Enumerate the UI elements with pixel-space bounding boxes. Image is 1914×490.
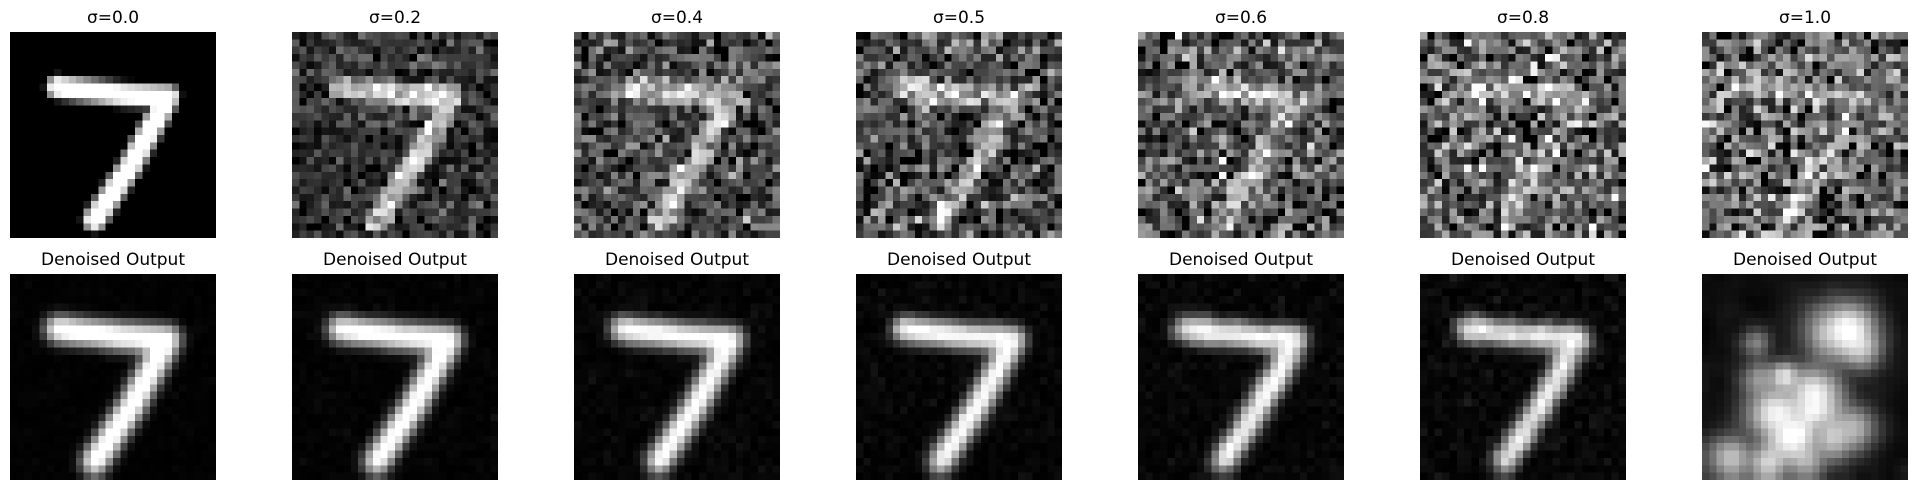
denoised-digit-image: [1702, 274, 1908, 480]
panel-title: Denoised Output: [604, 250, 749, 270]
panel-title: σ=0.5: [932, 8, 986, 28]
noisy-digit-image: [1138, 32, 1344, 238]
panel-title: σ=1.0: [1778, 8, 1832, 28]
panel-title: σ=0.2: [368, 8, 422, 28]
panel-title: Denoised Output: [1168, 250, 1313, 270]
panel-title: σ=0.8: [1496, 8, 1550, 28]
denoised-digit-image: [856, 274, 1062, 480]
panel-title: Denoised Output: [1732, 250, 1877, 270]
panel-title: Denoised Output: [1450, 250, 1595, 270]
panel-title: Denoised Output: [322, 250, 467, 270]
noisy-digit-image: [1702, 32, 1908, 238]
denoised-digit-image: [1138, 274, 1344, 480]
panel-title: σ=0.4: [650, 8, 704, 28]
denoised-digit-image: [10, 274, 216, 480]
noisy-digit-image: [856, 32, 1062, 238]
noisy-digit-image: [1420, 32, 1626, 238]
noisy-digit-image: [574, 32, 780, 238]
denoised-digit-image: [574, 274, 780, 480]
noisy-digit-image: [292, 32, 498, 238]
panel-title: Denoised Output: [886, 250, 1031, 270]
panel-title: Denoised Output: [40, 250, 185, 270]
denoised-digit-image: [292, 274, 498, 480]
denoised-digit-image: [1420, 274, 1626, 480]
panel-title: σ=0.0: [86, 8, 140, 28]
noisy-digit-image: [10, 32, 216, 238]
panel-title: σ=0.6: [1214, 8, 1268, 28]
